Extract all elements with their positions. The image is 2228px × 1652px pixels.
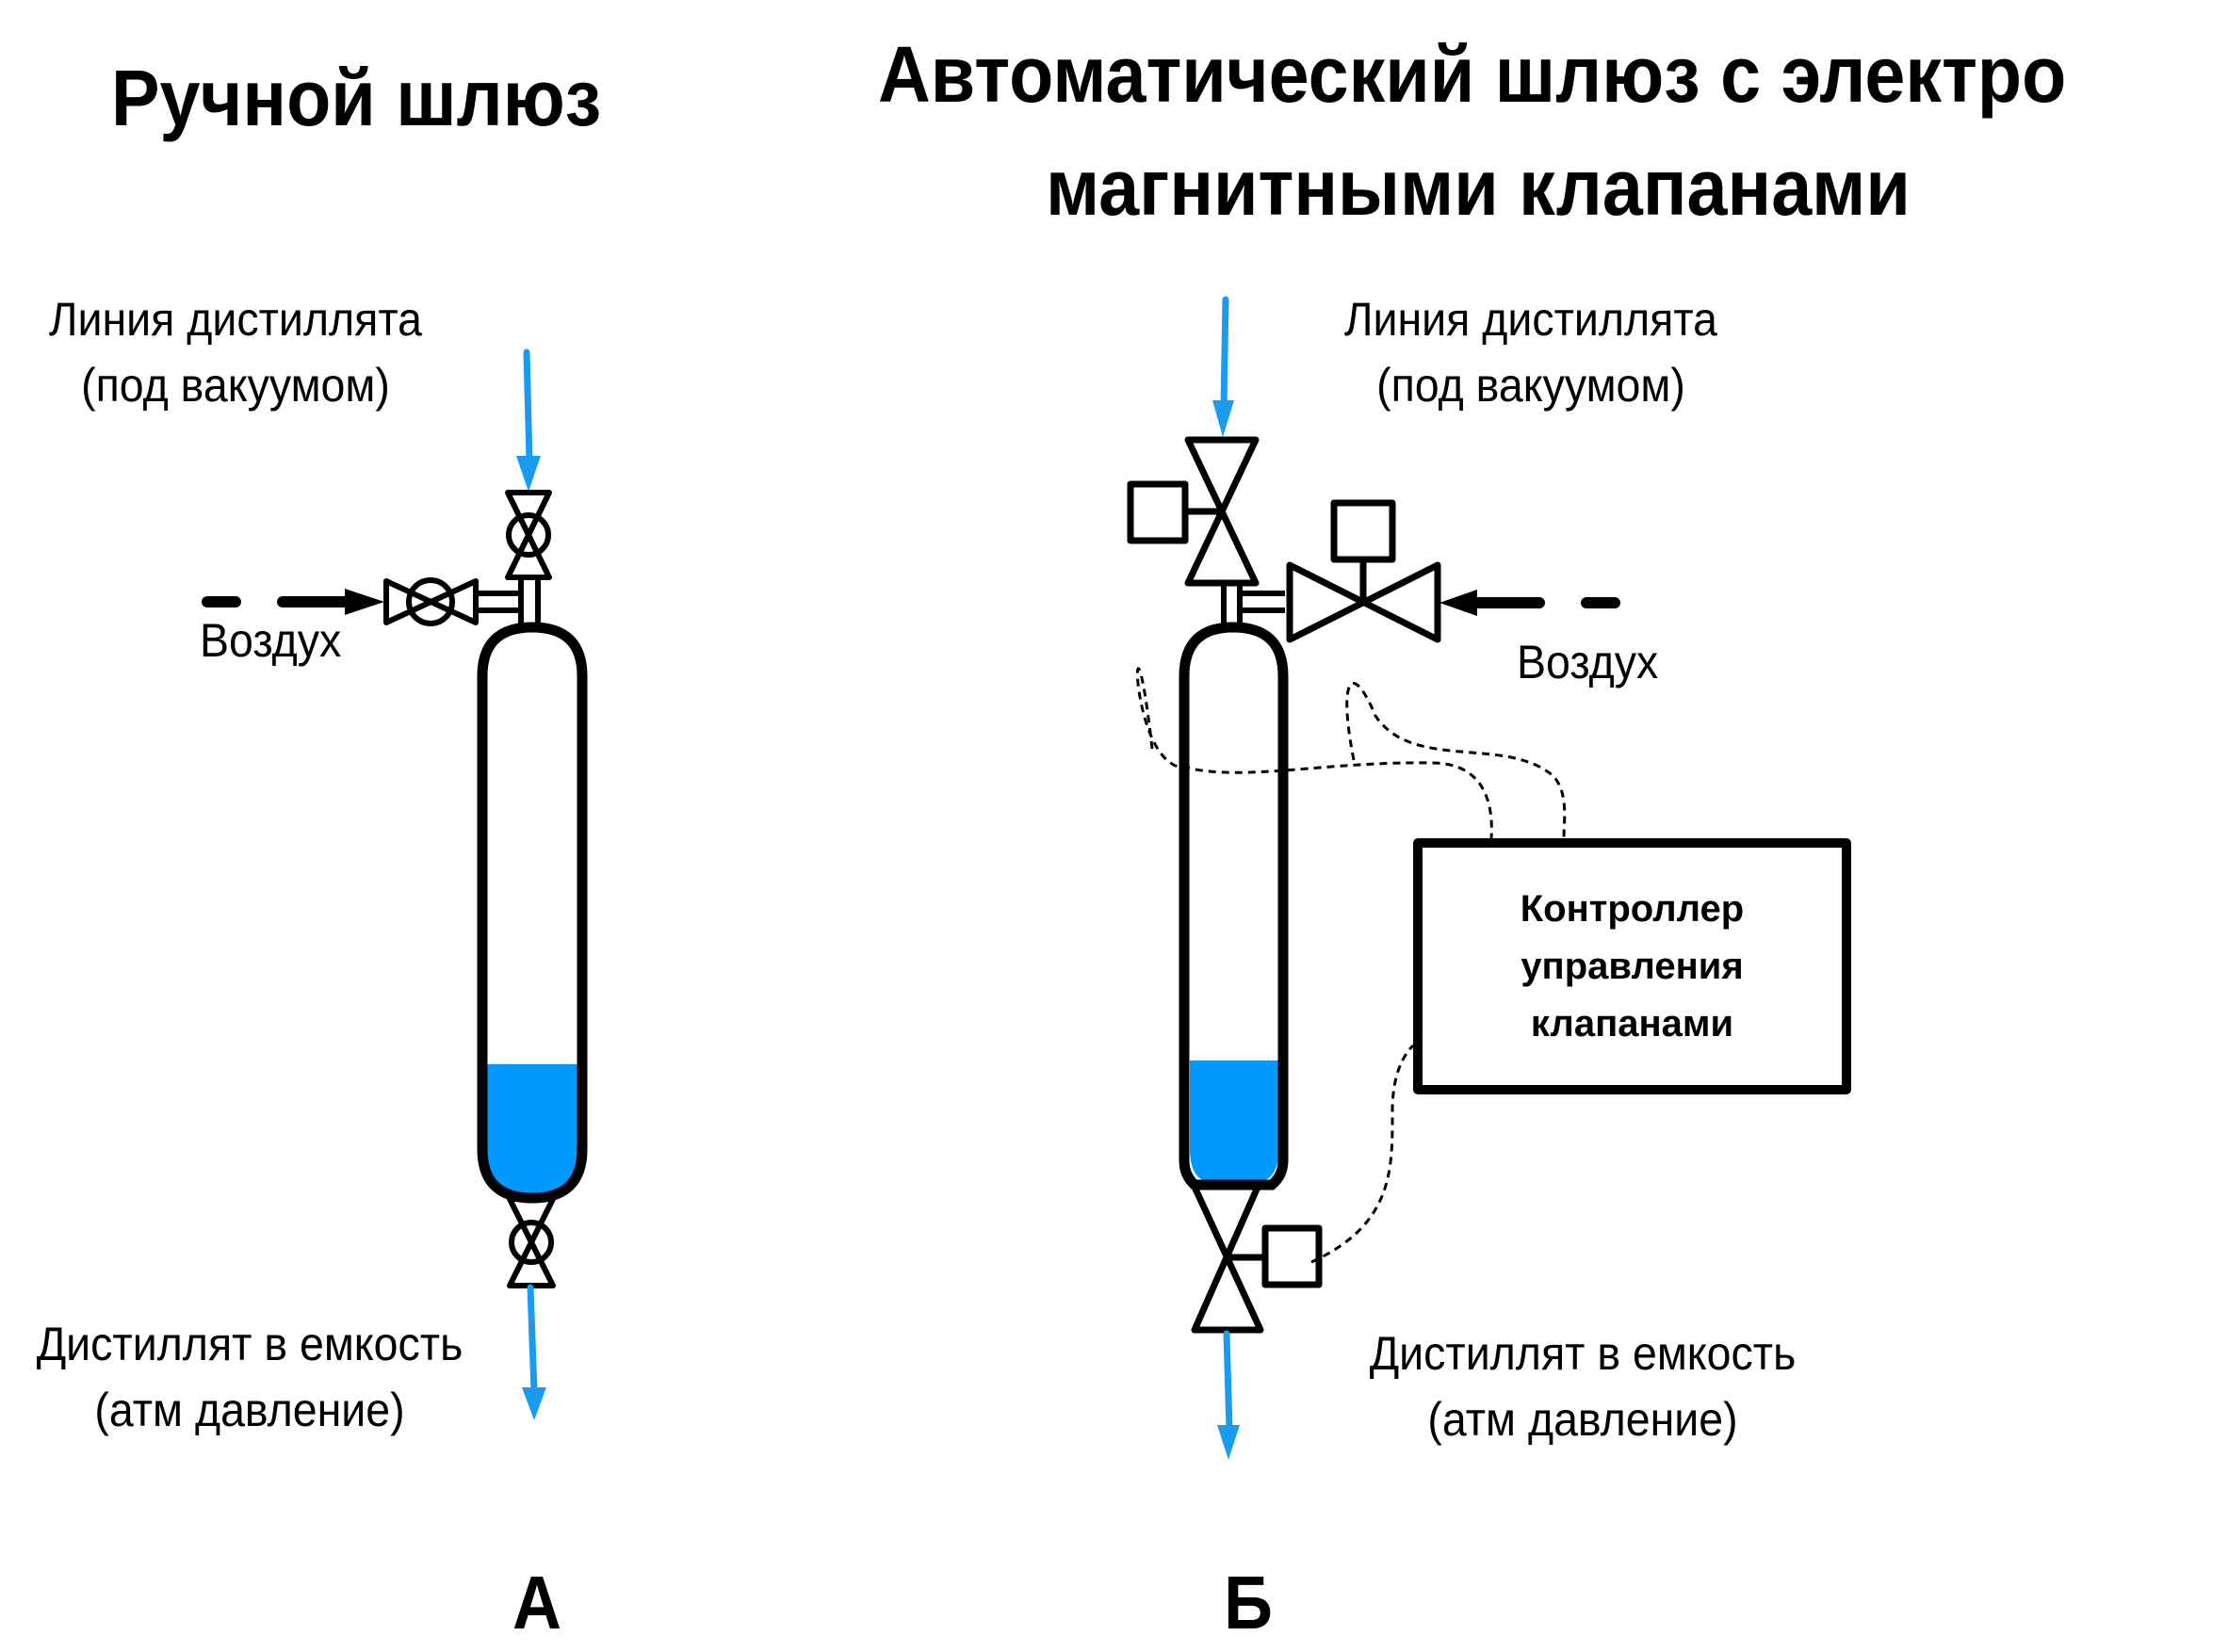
solenoid-air-actuator (1330, 499, 1396, 563)
panel-a-inlet-arrow (516, 348, 541, 492)
panel-a-outlet-label-line1: Дистиллят в емкость (36, 1318, 463, 1370)
solenoid-valve-inlet-icon[interactable] (1127, 436, 1260, 587)
panel-a-inlet-label-line2: (под вакуумом) (81, 359, 390, 412)
controller-label-line2: управления (1521, 946, 1744, 987)
panel-b-outlet-arrow (1217, 1330, 1240, 1460)
panel-b-diagram (1127, 296, 1851, 1460)
panel-b-inlet-label: Линия дистиллята (под вакуумом) (1312, 286, 1750, 418)
panel-b-title-line1: Автоматический шлюз с электро (878, 30, 2067, 119)
panel-b-outlet-label-line2: (атм давление) (1427, 1393, 1738, 1446)
manual-valve-outlet-icon[interactable] (507, 1196, 556, 1288)
panel-a-outlet-label-line2: (атм давление) (94, 1384, 405, 1436)
controller-label-line3: клапанами (1530, 1003, 1734, 1045)
panel-a-outlet-arrow (522, 1284, 546, 1420)
panel-a-air-label: Воздух (200, 614, 342, 667)
panel-b-air-label: Воздух (1517, 636, 1659, 688)
panel-a-inlet-label-line1: Линия дистиллята (49, 293, 422, 346)
panel-a-air-arrow (202, 589, 384, 615)
panel-a-outlet-label: Дистиллят в емкость (атм давление) (8, 1311, 491, 1443)
controller-label: Контроллер управления клапанами (1418, 881, 1846, 1053)
panel-b-riser-pipe (1221, 586, 1243, 624)
panel-b-title-line2: магнитными клапанами (1046, 143, 1911, 232)
controller-box[interactable] (1413, 838, 1851, 1094)
wire-inlet-valve (1135, 667, 1493, 839)
panel-b-letter: Б (1224, 1561, 1273, 1644)
panel-a-inlet-label: Линия дистиллята (под вакуумом) (17, 286, 455, 418)
solenoid-valve-outlet-icon[interactable] (1190, 1181, 1323, 1334)
panel-a-air-pipe (476, 591, 521, 613)
panel-a-liquid (486, 1064, 578, 1196)
wire-outlet-valve (1310, 1044, 1415, 1264)
panel-a-riser-pipe (518, 580, 541, 624)
control-wires (1135, 667, 1567, 1264)
panel-b-outlet-label-line1: Дистиллят в емкость (1369, 1327, 1797, 1380)
panel-b-air-pipe (1240, 591, 1285, 613)
wire-air-valve (1345, 682, 1567, 839)
solenoid-outlet-actuator (1261, 1224, 1323, 1288)
controller-label-line1: Контроллер (1520, 888, 1745, 930)
panel-b-inlet-label-line2: (под вакуумом) (1376, 359, 1685, 412)
panel-b-liquid (1190, 1061, 1279, 1181)
manual-valve-inlet-icon[interactable] (505, 490, 552, 580)
manual-valve-air-icon[interactable] (383, 577, 479, 626)
panel-a-vessel (477, 622, 588, 1204)
panel-b-inlet-arrow (1212, 296, 1234, 437)
solenoid-valve-air-icon[interactable] (1286, 499, 1441, 643)
panel-b-outlet-label: Дистиллят в емкость (атм давление) (1342, 1320, 1824, 1452)
panel-a-title: Ручной шлюз (111, 54, 602, 142)
panel-b-vessel (1179, 622, 1289, 1190)
panel-a-letter: А (512, 1561, 562, 1644)
panel-b-inlet-label-line1: Линия дистиллята (1344, 293, 1717, 346)
panel-b-air-arrow (1439, 590, 1620, 616)
solenoid-inlet-actuator (1127, 480, 1189, 544)
panel-a-diagram (202, 348, 588, 1420)
